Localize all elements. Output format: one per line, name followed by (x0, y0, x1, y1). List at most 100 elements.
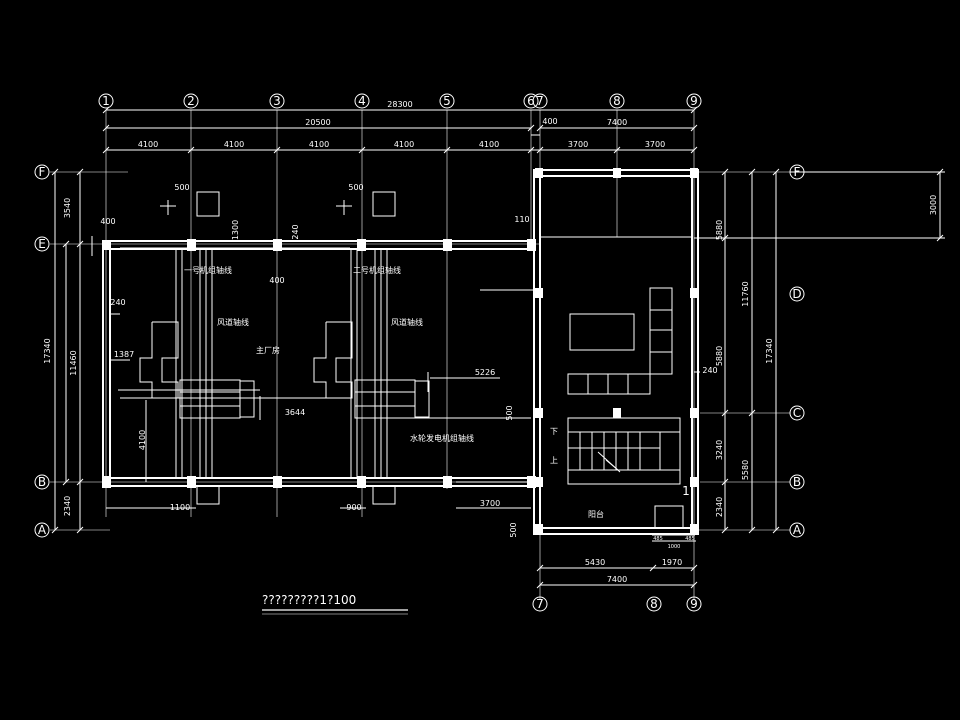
left-dimension-text: 3540 17340 11460 2340 (43, 198, 78, 516)
dim-left-span: 20500 (305, 118, 330, 127)
right-dimension-ticks (721, 168, 944, 534)
grid-label-bottom-8: 8 (650, 597, 658, 611)
grid-label-F-right: F (794, 165, 801, 179)
grid-label-5: 5 (443, 94, 451, 108)
dim-500-a: 500 (174, 183, 189, 192)
grid-label-B-left: B (38, 475, 46, 489)
dim-v-2340: 2340 (63, 496, 72, 516)
dim-v-17340-right: 17340 (765, 338, 774, 363)
dim-v-5580: 5580 (741, 460, 750, 480)
label-unit1-axis: 一号机组轴线 (184, 265, 232, 275)
grid-label-1: 1 (102, 94, 110, 108)
dim-110: 110 (514, 215, 529, 224)
dim-v-2340-right: 2340 (715, 497, 724, 517)
dim-v-5880-a: 5880 (715, 220, 724, 240)
grid-label-A-left: A (38, 523, 47, 537)
grid-label-E-left: E (38, 237, 46, 251)
label-stair-down: 下 (550, 427, 558, 436)
grid-label-A-right: A (793, 523, 802, 537)
dim-485-b: 485 (685, 536, 695, 542)
columns (102, 168, 698, 534)
grid-bubbles-top (98, 93, 702, 109)
dim-5226: 5226 (475, 368, 495, 377)
dim-400-b: 400 (269, 276, 284, 285)
dim-900: 900 (346, 503, 361, 512)
room-labels: 一号机组轴线 二号机组轴线 风道轴线 风道轴线 主厂房 水轮发电机组轴线 阳台 … (184, 265, 690, 519)
grid-label-bottom-9: 9 (690, 597, 698, 611)
dim-500-b: 500 (348, 183, 363, 192)
dim-1300: 1300 (231, 220, 240, 240)
label-balcony: 阳台 (588, 509, 604, 519)
label-unit2-axis: 二号机组轴线 (353, 265, 401, 275)
right-dimensions (694, 171, 945, 530)
dim-1387: 1387 (114, 350, 134, 359)
dim-7400-bottom: 7400 (607, 575, 627, 584)
dim-bay-5: 4100 (479, 140, 499, 149)
grid-bubble-labels-bottom: 7 8 9 (536, 597, 698, 611)
title-text: ?????????1?100 (262, 593, 356, 607)
dim-v-3000: 3000 (929, 195, 938, 215)
grid-label-8: 8 (613, 94, 621, 108)
grid-label-7: 7 (536, 94, 544, 108)
dim-3700: 3700 (480, 499, 500, 508)
generator-unit-2 (313, 191, 430, 478)
dim-v-5880-b: 5880 (715, 346, 724, 366)
right-dimension-text: 5880 11760 5880 3240 5580 2340 17340 300… (715, 195, 938, 517)
grid-label-4: 4 (358, 94, 366, 108)
label-marker: 1 (682, 484, 690, 498)
main-building-walls (102, 240, 531, 487)
dim-1000: 1000 (668, 544, 681, 550)
label-stair-up: 上 (550, 456, 558, 465)
dim-500-c: 500 (505, 405, 514, 420)
dim-bay-3: 4100 (309, 140, 329, 149)
dim-v-17340: 17340 (43, 338, 52, 363)
label-duct-1: 风道轴线 (217, 317, 249, 327)
dim-240-c: 240 (702, 366, 717, 375)
dim-v-11460: 11460 (69, 350, 78, 375)
auxiliary-block-interior (540, 236, 700, 536)
left-dimension-ticks (51, 168, 84, 534)
grid-label-C-right: C (793, 406, 801, 420)
grid-label-F-left: F (39, 165, 46, 179)
generator-unit-1 (120, 191, 350, 478)
dim-overall: 28300 (387, 100, 412, 109)
grid-label-bottom-7: 7 (536, 597, 544, 611)
dim-4100: 4100 (138, 430, 147, 450)
grid-label-3: 3 (273, 94, 281, 108)
dim-5430: 5430 (585, 558, 605, 567)
dim-right-bay-1: 3700 (568, 140, 588, 149)
dim-1970: 1970 (662, 558, 682, 567)
label-duct-2: 风道轴线 (391, 317, 423, 327)
grid-label-2: 2 (187, 94, 195, 108)
dim-3644: 3644 (285, 408, 305, 417)
main-building-details (106, 200, 540, 509)
top-dimensions (106, 109, 694, 151)
dim-v-3540: 3540 (63, 198, 72, 218)
top-dimension-text: 28300 20500 7400 400 4100 4100 4100 4100… (138, 100, 665, 149)
grid-bubble-labels-top: 1 2 3 4 5 6 7 8 9 (102, 94, 698, 108)
dim-240-a: 240 (291, 224, 300, 239)
bottom-dimension-text: 5430 1970 7400 485 1000 485 (585, 536, 695, 584)
grid-label-6: 6 (527, 94, 535, 108)
dim-500-d: 500 (509, 522, 518, 537)
grid-bubble-labels-left: F E B A (38, 165, 47, 537)
dim-bay-2: 4100 (224, 140, 244, 149)
left-dimensions (54, 172, 93, 530)
drawing-title: ?????????1?100 (262, 593, 408, 615)
label-turbine-axis: 水轮发电机组轴线 (410, 433, 474, 443)
misc-dimension-text: 500 500 1300 240 400 240 1387 4100 3644 … (100, 183, 717, 538)
grid-label-9: 9 (690, 94, 698, 108)
axis-lines (50, 110, 790, 600)
auxiliary-block-walls (533, 169, 699, 535)
dim-v-11760: 11760 (741, 281, 750, 306)
dim-v-3240: 3240 (715, 440, 724, 460)
grid-bubbles-right (789, 164, 805, 538)
dim-bay-4: 4100 (394, 140, 414, 149)
grid-bubbles-bottom (532, 596, 702, 612)
dim-offset: 400 (542, 117, 557, 126)
dim-240-b: 240 (110, 298, 125, 307)
dim-400-a: 400 (100, 217, 115, 226)
grid-label-D-right: D (792, 287, 801, 301)
grid-bubbles-left (34, 164, 50, 538)
